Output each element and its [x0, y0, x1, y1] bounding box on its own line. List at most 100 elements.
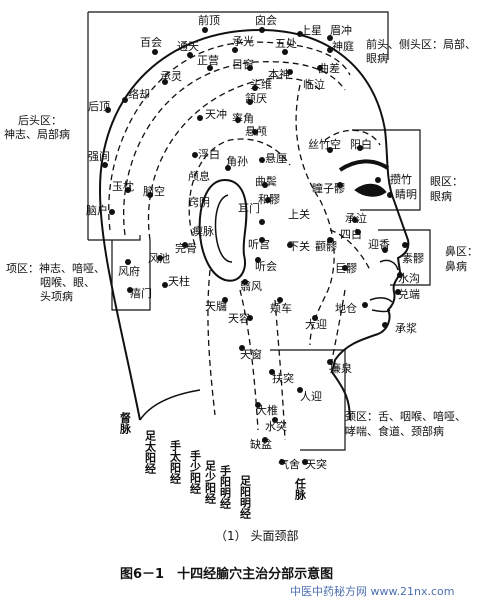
label-tianchong: 天冲 [205, 107, 227, 121]
figure-title: 图6－1 十四经腧穴主治分部示意图 [120, 566, 333, 582]
label-touwei: 头维 [250, 78, 272, 91]
label-tianchuang: 天窗 [240, 347, 262, 361]
zone-neck-line2: 哮喘、食道、颈部病 [345, 424, 444, 438]
dot-zhengying [207, 65, 213, 71]
zone-eye-line2: 眼病 [430, 189, 452, 203]
meridian-path-cheek [329, 229, 371, 271]
dot-naokong [147, 192, 153, 198]
dot-yifeng [242, 279, 248, 285]
label-zhengying: 正营 [197, 53, 219, 67]
dot-meichong [327, 35, 333, 41]
dot-dazhui [255, 402, 261, 408]
label-chengqi: 承泣 [345, 211, 367, 225]
label-shangguan: 上关 [288, 207, 310, 221]
label-yamen: 瘖门 [130, 286, 152, 300]
dot-tianzhu [162, 282, 168, 288]
label-yangbai: 阳白 [350, 137, 372, 151]
dot-sibai [355, 229, 361, 235]
meridian-label-zuyangming: 足阳明经 [239, 475, 252, 520]
zone-frame-nape [111, 240, 151, 311]
dot-xuanlu [252, 129, 258, 135]
dot-duiduan [395, 289, 401, 295]
label-qubin: 曲鬓 [255, 175, 277, 188]
label-quepen: 缺盆 [250, 437, 272, 451]
dot-xinhui [259, 27, 265, 33]
label-chengjiang: 承浆 [395, 321, 417, 335]
label-meichong: 眉冲 [330, 23, 352, 37]
dot-suliao [402, 242, 408, 248]
label-yifeng: 翳风 [240, 280, 262, 293]
label-naohu: 脑户 [86, 203, 108, 217]
eye [354, 183, 387, 197]
dot-renying [297, 387, 303, 393]
dot-fubai [192, 152, 198, 158]
dot-houding [105, 107, 111, 113]
label-yuzhen: 玉枕 [112, 179, 134, 193]
label-tianzhu: 天柱 [168, 274, 190, 288]
label-chengguang: 承光 [232, 34, 254, 48]
dot-sizhukong [327, 147, 333, 153]
meridian-path-zushaoyang [147, 77, 321, 241]
label-touqiao: 窍阴 [188, 195, 210, 209]
label-tiantu: 天突 [305, 457, 327, 471]
zone-nose-line1: 鼻区： [445, 244, 478, 258]
dot-futu [269, 369, 275, 375]
dot-jiache [277, 297, 283, 303]
dot-qubin [262, 182, 268, 188]
dot-tianchong [197, 115, 203, 121]
dot-tongtian [187, 52, 193, 58]
label-muchuang: 目窗 [232, 57, 254, 71]
zone-nose-line2: 鼻病 [445, 259, 467, 273]
dot-touwei [252, 85, 258, 91]
label-naokong: 脑空 [143, 184, 165, 198]
label-luoque: 络却 [128, 87, 150, 101]
dot-qianding [202, 27, 208, 33]
label-tongtian: 通天 [177, 40, 199, 53]
label-lianquan: 廉泉 [330, 361, 352, 375]
dot-qiangjian [102, 162, 108, 168]
dot-quepen [262, 437, 268, 443]
label-tianyou: 天牖 [205, 300, 227, 313]
label-xuanlu: 悬颅 [245, 125, 267, 138]
label-tianrong: 天容 [228, 311, 250, 325]
zone-back-head-line1: 后头区： [18, 114, 62, 127]
dot-shuitu [272, 417, 278, 423]
eyebrow [338, 159, 390, 172]
zone-frame-front-head [87, 11, 389, 240]
label-shuitu: 水突 [265, 419, 287, 433]
dot-tianchuang [239, 345, 245, 351]
dot-hanyan [247, 99, 253, 105]
label-dicang: 地仓 [335, 301, 357, 315]
ear-inner [214, 194, 233, 263]
dot-zanzhu [375, 177, 381, 183]
label-sibai: 四白 [340, 227, 362, 241]
zone-frame-neck [270, 349, 346, 451]
label-ermen: 耳门 [238, 201, 260, 215]
dot-juliao [342, 265, 348, 271]
label-qumai: 瘈脉 [192, 224, 214, 238]
zone-nape-line1: 项区：神志、喑哑、 [6, 261, 105, 275]
dot-shenting [327, 47, 333, 53]
dot-tinggong [259, 237, 265, 243]
label-zanzhu: 攒竹 [390, 172, 412, 186]
label-xuanli: 悬厘 [265, 152, 287, 165]
acupoint-dots [102, 27, 408, 465]
meridian-paths [108, 41, 381, 441]
label-houding: 后顶 [88, 100, 110, 113]
dot-tiantu [302, 459, 308, 465]
dot-yuzhen [125, 187, 131, 193]
zone-neck-line1: 颈区：舌、咽喉、喑哑、 [345, 409, 466, 423]
dot-dicang [362, 302, 368, 308]
meridian-path-neck-1 [207, 269, 216, 416]
meridian-label-zutaiyang: 足太阳经 [144, 430, 158, 475]
label-tongziliao: 瞳子髎 [312, 181, 345, 195]
dot-heliao [265, 197, 271, 203]
dot-benshen [287, 69, 293, 75]
label-xiaguan: 下关 [288, 239, 310, 253]
label-renying: 人迎 [300, 390, 322, 403]
dot-chengling [162, 79, 168, 85]
zone-nape-line2: 咽喉、眼、 [40, 276, 95, 289]
dot-qucha [317, 65, 323, 71]
